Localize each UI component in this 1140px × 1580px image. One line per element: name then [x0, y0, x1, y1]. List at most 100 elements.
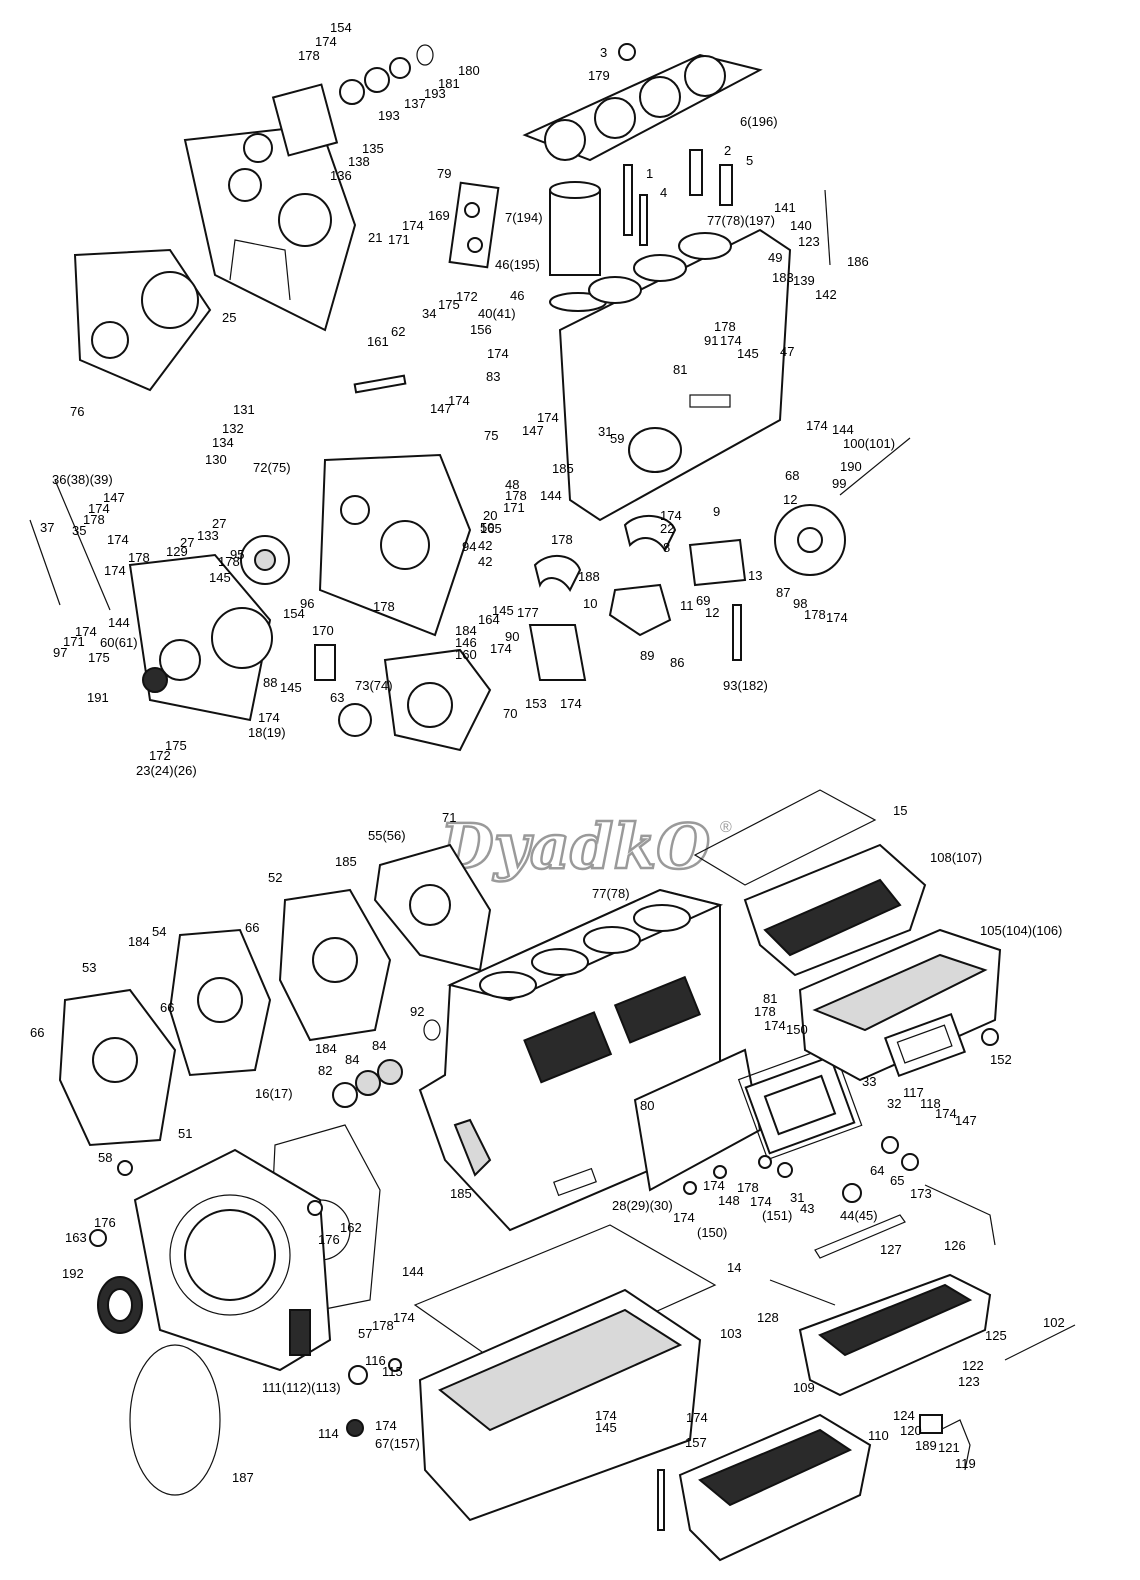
part-label: 117: [903, 1085, 924, 1100]
part-label: 73(74): [355, 678, 393, 693]
part-label: 178: [83, 512, 105, 527]
part-label: 178: [737, 1180, 759, 1195]
part-label: 81: [673, 362, 687, 377]
part-label: 171: [503, 500, 525, 515]
part-label: 181: [438, 76, 460, 91]
part-label: 88: [263, 675, 277, 690]
lower-sump: [418, 1288, 702, 1522]
part-label: 174: [826, 610, 848, 625]
front-timing-cover: [128, 553, 273, 722]
part-label: 147: [522, 423, 544, 438]
part-label: 6(196): [740, 114, 778, 129]
part-label: 144: [832, 422, 854, 437]
part-label: 96: [300, 596, 314, 611]
part-label: 11: [680, 598, 694, 613]
part-label: 162: [340, 1220, 362, 1235]
part-label: 188: [578, 569, 600, 584]
part-label: 93(182): [723, 678, 768, 693]
part-label: 178: [218, 554, 240, 569]
part-label: 57: [358, 1326, 372, 1341]
head-gasket: [522, 53, 763, 162]
part-label: 185: [552, 461, 574, 476]
part-label: 108(107): [930, 850, 982, 865]
gear-housing-center: [318, 453, 472, 637]
part-label: 31: [790, 1190, 804, 1205]
lower-assembly: 71 15 55(56) 185 108(107) 52 77(78) 54 6…: [30, 789, 1076, 1562]
part-label: 54: [152, 924, 166, 939]
part-label: 33: [862, 1074, 876, 1089]
part-label: 116: [365, 1353, 386, 1368]
part-label: 71: [442, 810, 456, 825]
part-label: 178: [372, 1318, 394, 1333]
part-label: 153: [525, 696, 547, 711]
part-label: 14: [727, 1260, 741, 1275]
part-label: 173: [910, 1186, 932, 1201]
part-label: 187: [232, 1470, 254, 1485]
bolts-lower: [89, 1028, 999, 1531]
part-label: 129: [166, 544, 188, 559]
part-label: 138: [348, 154, 370, 169]
part-label: 135: [362, 141, 384, 156]
part-label: 66: [30, 1025, 44, 1040]
timing-gear-housing: [183, 123, 357, 332]
part-label: (151): [762, 1208, 792, 1223]
bearing-shells: [528, 514, 747, 681]
part-label: 178: [804, 607, 826, 622]
part-label: 157: [685, 1435, 707, 1450]
lower-part-labels: 71 15 55(56) 185 108(107) 52 77(78) 54 6…: [30, 803, 1065, 1485]
part-label: 144: [540, 488, 562, 503]
part-label: 174: [104, 563, 126, 578]
part-label: 184: [128, 934, 150, 949]
part-label: 119: [955, 1456, 976, 1471]
part-label: 95: [230, 547, 244, 562]
part-label: 64: [870, 1163, 884, 1178]
front-cover-plate: [73, 248, 212, 392]
part-label: 121: [938, 1440, 960, 1455]
part-label: 164: [478, 612, 500, 627]
part-label: 124: [893, 1408, 915, 1423]
part-label: 174: [537, 410, 559, 425]
part-label: 12: [783, 492, 797, 507]
part-label: 87: [776, 585, 790, 600]
part-label: 172: [456, 289, 478, 304]
part-label: 120: [900, 1423, 922, 1438]
part-label: 193: [424, 86, 446, 101]
part-label: 139: [793, 273, 815, 288]
part-label: 114: [318, 1426, 339, 1441]
part-label: 174: [107, 532, 129, 547]
part-label: 49: [768, 250, 782, 265]
part-label: 175: [165, 738, 187, 753]
part-label: 174: [75, 624, 97, 639]
upper-assembly: 154 174 178 180 181 193 137 193 135 138 …: [29, 20, 911, 778]
lower-sump-gasket: [413, 1224, 717, 1376]
part-label: 105(104)(106): [980, 923, 1062, 938]
part-label: 145: [595, 1420, 617, 1435]
part-label: 28(29)(30): [612, 1198, 673, 1213]
part-label: 18(19): [248, 725, 286, 740]
part-label: 60(61): [100, 635, 138, 650]
pump-flange-plate: [448, 181, 500, 269]
part-label: 174: [487, 346, 509, 361]
part-label: 190: [840, 459, 862, 474]
part-label: 174: [764, 1018, 786, 1033]
part-label: 72(75): [253, 460, 291, 475]
part-label: 145: [209, 570, 231, 585]
part-label: 2: [724, 143, 731, 158]
sump-top-gasket: [693, 789, 877, 886]
part-label: 31: [598, 424, 612, 439]
part-label: 92: [410, 1004, 424, 1019]
part-label: 23(24)(26): [136, 763, 197, 778]
part-label: 147: [103, 490, 125, 505]
cylinder-liner: [549, 181, 607, 312]
part-label: 98: [793, 596, 807, 611]
part-label: 111(112)(113): [262, 1380, 341, 1395]
part-label: 131: [233, 402, 255, 417]
part-label: 48: [505, 477, 519, 492]
bearing-cover-stack: [243, 44, 434, 163]
part-label: 179: [588, 68, 610, 83]
part-label: 178: [505, 488, 527, 503]
part-label: 66: [245, 920, 259, 935]
part-label: 184: [455, 623, 477, 638]
rear-plates: [58, 843, 492, 1147]
part-label: 50: [480, 520, 494, 535]
